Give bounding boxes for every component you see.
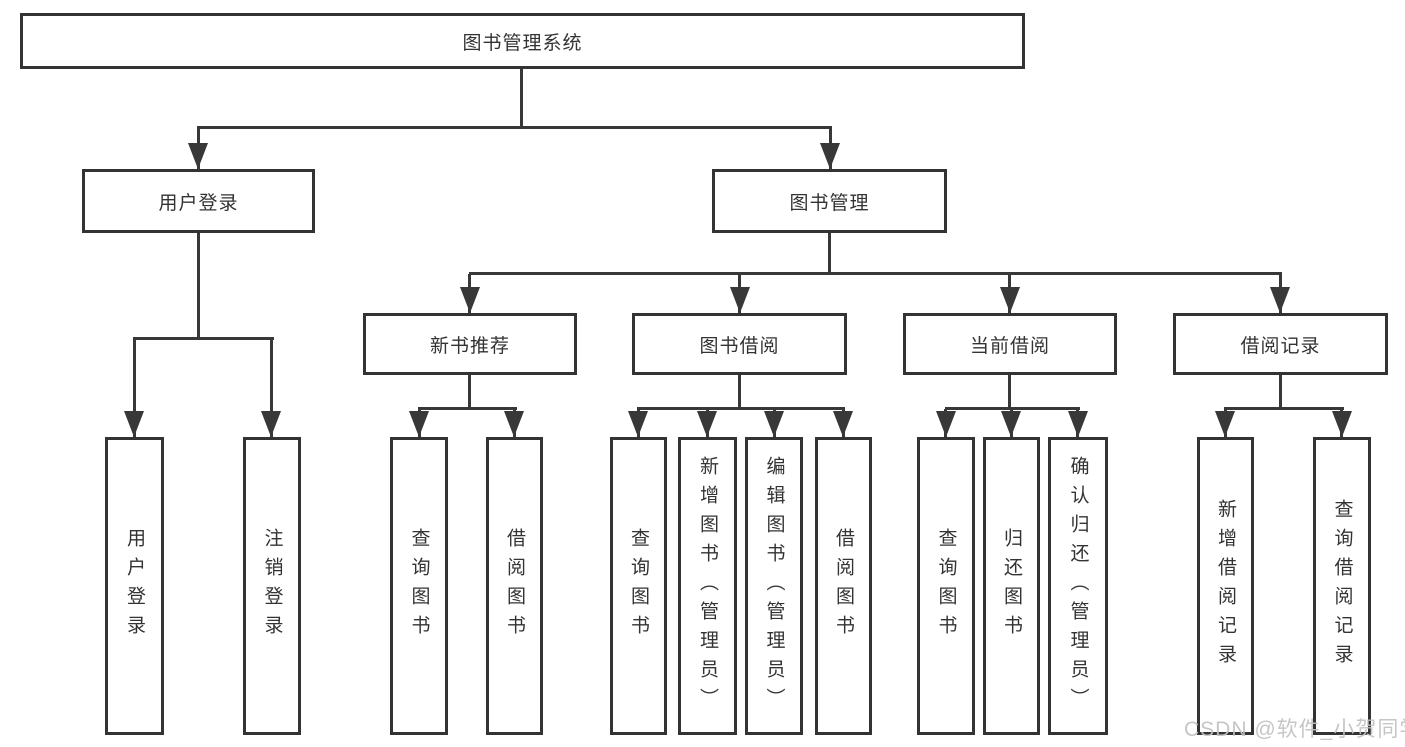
node-book-borrow: 图书借阅 [632,313,847,375]
leaf-query-books-borrow-label: 查询图书 [628,528,649,644]
arrowhead-leaf-logout-icon [261,411,281,437]
leaf-user-login: 用户登录 [105,437,164,735]
connector-drop-leaf-logout [270,339,273,437]
leaf-return-books: 归还图书 [983,437,1040,735]
leaf-confirm-return-admin: 确认归还（管理员） [1048,437,1108,735]
arrowhead-add-borrow-record-icon [1215,411,1235,437]
leaf-add-books-admin-label: 新增图书（管理员） [697,455,718,717]
leaf-logout-label: 注销登录 [261,528,283,644]
leaf-query-books-current-label: 查询图书 [935,528,957,644]
leaf-logout: 注销登录 [243,437,301,735]
arrowhead-add-books-admin-icon [697,411,717,437]
arrowhead-query-books-current-icon [936,411,956,437]
leaf-borrow-books-recommend-label: 借阅图书 [504,528,525,644]
leaf-borrow-books-borrow-label: 借阅图书 [833,528,854,644]
arrowhead-query-books-recommend-icon [409,411,429,437]
node-book-management-label: 图书管理 [789,192,870,214]
leaf-borrow-books-recommend: 借阅图书 [486,437,543,735]
connector-root-stem [520,69,523,126]
arrowhead-user-login-icon [188,143,208,169]
connector-current-borrow-stem [1008,375,1011,407]
node-current-borrow-label: 当前借阅 [969,335,1050,357]
node-book-management: 图书管理 [712,169,947,233]
arrowhead-new-book-recommend-icon [460,287,480,313]
node-root-label: 图书管理系统 [462,32,583,54]
leaf-query-books-borrow: 查询图书 [610,437,667,735]
connector-borrow-records-rail [1224,407,1344,410]
connector-new-book-recommend-rail [418,407,517,410]
leaf-user-login-label: 用户登录 [124,528,145,644]
watermark: CSDN @软件_小贺同学 [1184,718,1405,741]
leaf-edit-books-admin: 编辑图书（管理员） [745,437,803,735]
connector-borrow-records-stem [1279,375,1282,407]
leaf-add-borrow-record: 新增借阅记录 [1197,437,1254,735]
arrowhead-borrow-books-borrow-icon [833,411,853,437]
node-user-login-label: 用户登录 [158,192,239,214]
connector-root-rail [197,126,832,129]
arrowhead-return-books-icon [1001,411,1021,437]
arrowhead-query-borrow-record-icon [1332,411,1352,437]
arrowhead-confirm-return-admin-icon [1068,411,1088,437]
arrowhead-book-borrow-icon [730,287,750,313]
connector-current-borrow-rail [945,407,1080,410]
leaf-return-books-label: 归还图书 [1001,528,1022,644]
connector-book-management-stem [828,233,831,272]
node-new-book-recommend-label: 新书推荐 [429,335,510,357]
leaf-confirm-return-admin-label: 确认归还（管理员） [1067,455,1089,717]
leaf-query-borrow-record: 查询借阅记录 [1313,437,1371,735]
node-book-borrow-label: 图书借阅 [699,335,780,357]
leaf-add-borrow-record-label: 新增借阅记录 [1215,499,1236,673]
node-root: 图书管理系统 [20,13,1025,69]
leaf-edit-books-admin-label: 编辑图书（管理员） [763,455,785,717]
arrowhead-book-management-icon [820,143,840,169]
leaf-query-books-current: 查询图书 [917,437,975,735]
arrowhead-edit-books-admin-icon [764,411,784,437]
connector-user-login-stem [197,233,200,337]
node-borrow-records: 借阅记录 [1173,313,1388,375]
arrowhead-leaf-user-login-icon [124,411,144,437]
node-new-book-recommend: 新书推荐 [363,313,577,375]
arrowhead-query-books-borrow-icon [628,411,648,437]
leaf-query-books-recommend-label: 查询图书 [408,528,430,644]
leaf-borrow-books-borrow: 借阅图书 [815,437,872,735]
connector-book-borrow-rail [637,407,845,410]
node-borrow-records-label: 借阅记录 [1240,335,1321,357]
connector-new-book-recommend-stem [468,375,471,407]
node-user-login: 用户登录 [82,169,315,233]
connector-book-borrow-stem [738,375,741,407]
leaf-query-books-recommend: 查询图书 [390,437,448,735]
connector-book-management-rail [469,272,1282,275]
arrowhead-borrow-records-icon [1270,287,1290,313]
leaf-query-borrow-record-label: 查询借阅记录 [1331,499,1353,673]
connector-drop-leaf-user-login [133,339,136,437]
arrowhead-borrow-books-recommend-icon [504,411,524,437]
leaf-add-books-admin: 新增图书（管理员） [678,437,737,735]
arrowhead-current-borrow-icon [1000,287,1020,313]
node-current-borrow: 当前借阅 [903,313,1117,375]
connector-user-login-rail [133,337,274,340]
